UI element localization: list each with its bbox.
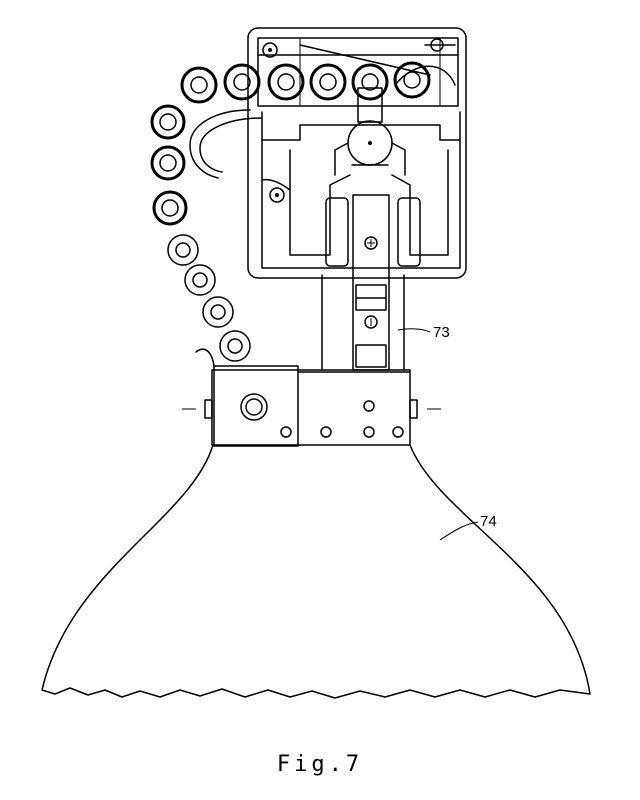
ring (223, 63, 261, 101)
ring (202, 296, 234, 328)
figure-caption: Fig.7 (276, 752, 364, 777)
ring (152, 190, 188, 226)
ring (219, 330, 251, 362)
ref-label-73: 73 (433, 324, 450, 341)
upper-housing (247, 27, 467, 279)
ring (309, 63, 347, 101)
ring (167, 234, 199, 266)
ring (351, 63, 389, 101)
ring (267, 63, 305, 101)
ring-feed-track (150, 61, 431, 367)
bell-base (41, 444, 591, 699)
ref-label-74: 74 (480, 513, 497, 530)
ring (393, 61, 431, 99)
vertical-column (321, 194, 405, 371)
ring (180, 66, 218, 104)
leader-74 (439, 521, 479, 541)
ring (150, 104, 186, 140)
ring (150, 145, 186, 181)
mounting-block (182, 365, 441, 447)
ring (184, 264, 216, 296)
leader-73 (397, 328, 431, 333)
